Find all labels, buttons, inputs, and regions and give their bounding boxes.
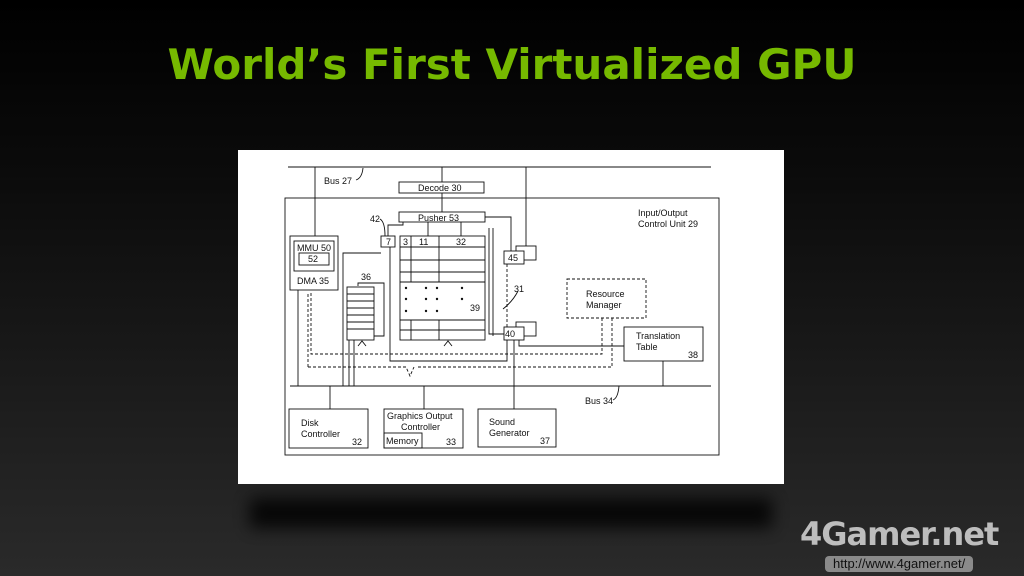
ref-39-label: 39 xyxy=(470,303,480,313)
bus-27-label: Bus 27 xyxy=(324,176,352,186)
watermark-url: http://www.4gamer.net/ xyxy=(825,556,974,572)
graphics-memory-box xyxy=(383,432,423,449)
ref-36-label: 36 xyxy=(361,272,371,282)
col-32-label: 32 xyxy=(456,237,466,247)
register-grid xyxy=(399,235,486,341)
figure-shadow xyxy=(250,498,772,528)
box-40-label: 40 xyxy=(505,329,515,339)
slide-title: World’s First Virtualized GPU xyxy=(167,40,857,89)
decode-label: Decode 30 xyxy=(418,183,462,193)
sound-generator-box xyxy=(477,408,557,448)
mmu-52-label: 52 xyxy=(308,254,318,264)
graphics-output-label-2: Controller xyxy=(401,422,440,432)
disk-controller-num: 32 xyxy=(352,437,362,447)
sound-generator-label: Sound xyxy=(489,417,515,427)
dma-box xyxy=(289,235,339,291)
box-45 xyxy=(503,250,525,265)
resource-manager-label-2: Manager xyxy=(586,300,622,310)
io-control-unit-box xyxy=(284,197,720,456)
box-7-label: 7 xyxy=(386,237,391,247)
graphics-memory-label: Memory xyxy=(386,436,419,446)
resource-manager-box xyxy=(566,278,647,319)
dma-label: DMA 35 xyxy=(297,276,329,286)
translation-table-label-2: Table xyxy=(636,342,658,352)
translation-table-box xyxy=(623,326,704,362)
io-unit-label: Input/Output xyxy=(638,208,688,218)
pusher-label: Pusher 53 xyxy=(418,213,459,223)
graphics-output-box xyxy=(383,408,464,449)
graphics-output-label: Graphics Output xyxy=(387,411,453,421)
decode-box xyxy=(398,181,485,194)
mmu-label: MMU 50 xyxy=(297,243,331,253)
col-3-label: 3 xyxy=(403,237,408,247)
disk-controller-box xyxy=(288,408,369,449)
disk-controller-label: Disk xyxy=(301,418,319,428)
graphics-output-num: 33 xyxy=(446,437,456,447)
sound-generator-label-2: Generator xyxy=(489,428,530,438)
translation-table-num: 38 xyxy=(688,350,698,360)
resource-manager-label: Resource xyxy=(586,289,625,299)
translation-table-label: Translation xyxy=(636,331,680,341)
col-11-label: 11 xyxy=(419,237,428,247)
watermark-logo: 4Gamer.net xyxy=(800,515,999,553)
disk-controller-label-2: Controller xyxy=(301,429,340,439)
stack-36 xyxy=(346,286,375,341)
sound-generator-num: 37 xyxy=(540,436,550,446)
ref-31-label: 31 xyxy=(514,284,524,294)
patent-diagram: Bus 27 Input/Output Control Unit 29 Deco… xyxy=(238,150,784,484)
io-unit-label-2: Control Unit 29 xyxy=(638,219,698,229)
mmu-52-box xyxy=(298,252,330,266)
ref-42-label: 42 xyxy=(370,214,380,224)
bus-34-label: Bus 34 xyxy=(585,396,613,406)
box-45-label: 45 xyxy=(508,253,518,263)
